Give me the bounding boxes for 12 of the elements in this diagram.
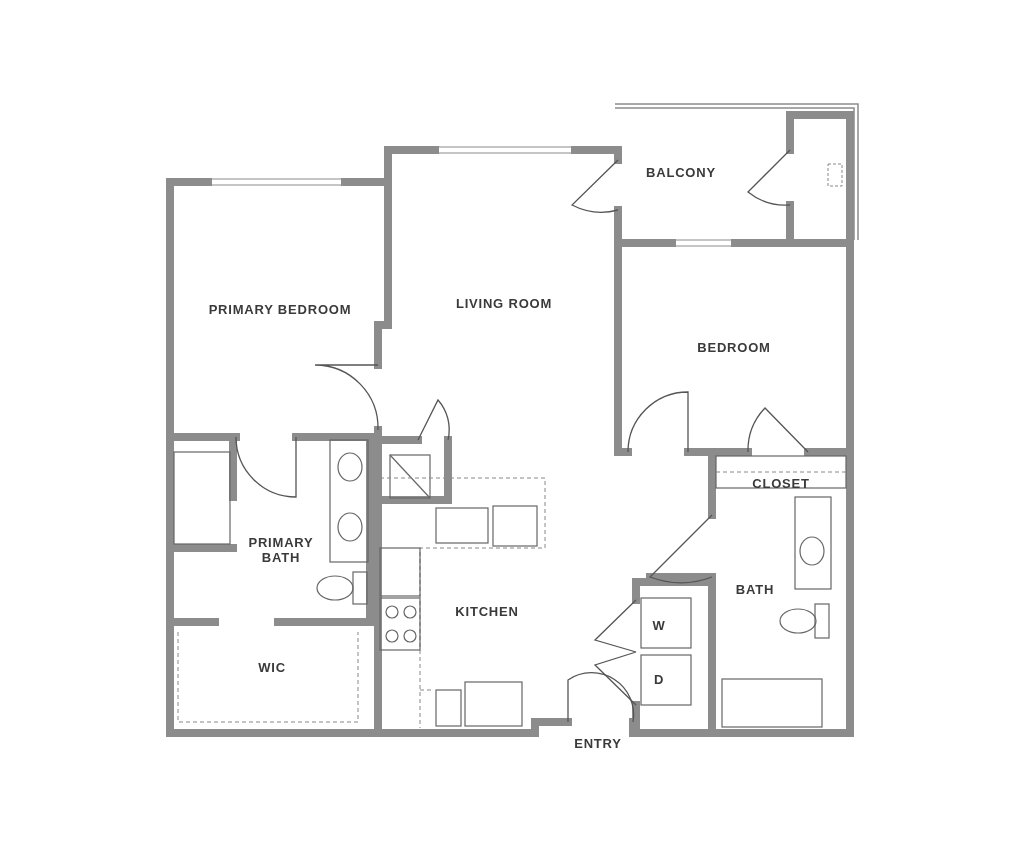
room-label: WIC: [258, 659, 286, 675]
room-label: BATH: [735, 581, 775, 597]
room-label: KITCHEN: [455, 603, 519, 619]
room-label: PRIMARY BEDROOM: [208, 301, 352, 317]
appliance-label: D: [653, 671, 665, 687]
entry-label: ENTRY: [574, 735, 622, 751]
room-label: LIVING ROOM: [455, 295, 553, 311]
room-label: BEDROOM: [697, 339, 771, 355]
appliance-label: W: [652, 617, 666, 633]
room-label: CLOSET: [752, 475, 810, 491]
room-label: PRIMARY BATH: [247, 535, 315, 565]
room-label: BALCONY: [646, 164, 716, 180]
